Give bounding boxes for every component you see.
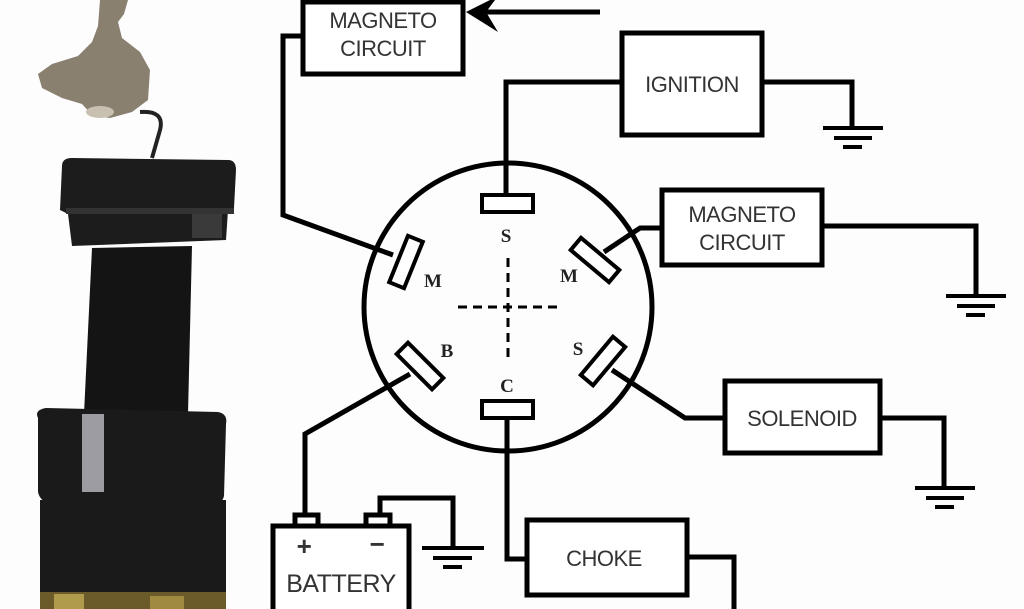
terminal-label: S <box>573 339 584 360</box>
ground-icon <box>915 486 975 509</box>
terminal-label: C <box>500 376 514 397</box>
terminal-s-top <box>480 193 535 214</box>
switch-barrel <box>84 246 192 414</box>
switch-terminal-diagram: S M M B S C <box>361 160 655 454</box>
box-label: CHOKE <box>566 546 642 571</box>
ground-symbols <box>422 126 1006 569</box>
box-label: MAGNETO <box>329 8 437 33</box>
box-label: CIRCUIT <box>699 230 785 255</box>
terminal-s-right <box>577 333 629 389</box>
magneto-circuit-box-right: MAGNETO CIRCUIT <box>659 187 825 268</box>
terminal-m-right <box>567 234 623 286</box>
magneto-circuit-box-top: MAGNETO CIRCUIT <box>300 0 466 77</box>
wires <box>280 33 979 609</box>
terminal-label: S <box>501 226 512 247</box>
battery-box: + − BATTERY <box>270 512 412 609</box>
key-ring-wire <box>139 109 163 159</box>
terminal-label: M <box>560 266 578 287</box>
arrow-icon <box>466 0 600 32</box>
box-label: BATTERY <box>286 570 396 598</box>
solenoid-box: SOLENOID <box>722 378 883 456</box>
ground-icon <box>422 546 484 569</box>
terminal-label: B <box>441 341 454 362</box>
box-label: MAGNETO <box>688 202 796 227</box>
battery-negative-label: − <box>370 529 385 559</box>
ground-icon <box>823 126 883 149</box>
box-label: SOLENOID <box>747 406 857 431</box>
choke-box: CHOKE <box>524 517 690 598</box>
box-label: IGNITION <box>645 72 739 97</box>
ground-icon <box>946 294 1006 317</box>
terminal-b <box>393 339 447 393</box>
ignition-switch-photo <box>37 0 236 609</box>
box-label: CIRCUIT <box>340 36 426 61</box>
center-crosshair <box>458 258 562 362</box>
ignition-box: IGNITION <box>619 30 765 138</box>
terminal-c-bottom <box>480 399 535 420</box>
switch-base <box>37 408 227 506</box>
terminal-label: M <box>424 271 442 292</box>
battery-positive-label: + <box>297 531 312 561</box>
key-image <box>38 0 150 118</box>
terminal-m-left <box>386 233 426 291</box>
